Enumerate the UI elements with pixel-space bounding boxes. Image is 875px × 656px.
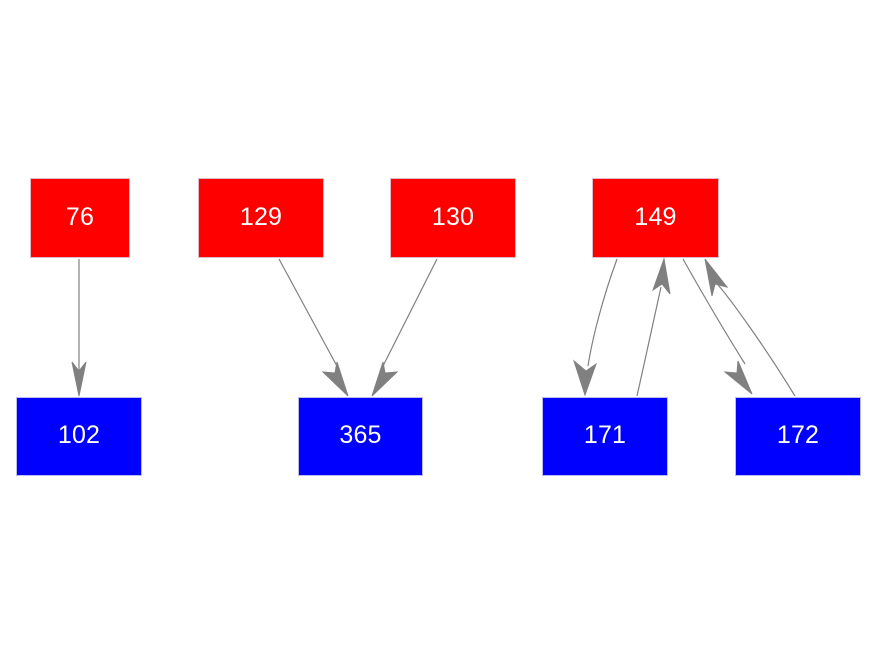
edge-171-to-149: [636, 257, 671, 397]
arrowhead-icon: [704, 258, 729, 297]
graph-node-149[interactable]: 149: [592, 178, 719, 258]
edge-line: [636, 286, 662, 397]
edge-129-to-365: [278, 258, 349, 397]
arrowhead-icon: [572, 359, 597, 397]
node-label: 365: [339, 421, 382, 449]
graph-node-130[interactable]: 130: [390, 178, 516, 258]
node-label: 102: [57, 421, 101, 449]
node-label: 172: [776, 421, 820, 449]
edge-line: [712, 278, 796, 397]
edge-line: [682, 258, 746, 365]
arrowhead-icon: [71, 361, 87, 397]
arrowhead-icon: [723, 360, 753, 395]
node-label: 129: [239, 202, 283, 231]
node-label: 76: [65, 202, 95, 231]
edge-line: [381, 258, 438, 369]
graph-node-171[interactable]: 171: [542, 397, 668, 476]
graph-node-102[interactable]: 102: [16, 397, 142, 476]
graph-node-172[interactable]: 172: [735, 397, 861, 476]
edge-130-to-365: [371, 258, 438, 397]
node-label: 149: [634, 202, 677, 231]
edge-149-to-171: [572, 258, 618, 397]
arrowhead-icon: [371, 361, 399, 397]
edge-149-to-172: [682, 258, 753, 395]
node-label: 171: [583, 421, 627, 449]
node-label: 130: [431, 202, 475, 231]
graph-node-365[interactable]: 365: [298, 397, 423, 476]
edge-line: [587, 258, 618, 367]
arrowhead-icon: [652, 257, 671, 295]
edge-172-to-149: [704, 258, 796, 397]
graph-node-76[interactable]: 76: [30, 178, 130, 258]
arrowhead-icon: [321, 361, 349, 397]
graph-node-129[interactable]: 129: [198, 178, 324, 258]
edge-76-to-102: [71, 259, 87, 397]
edge-line: [278, 258, 339, 369]
